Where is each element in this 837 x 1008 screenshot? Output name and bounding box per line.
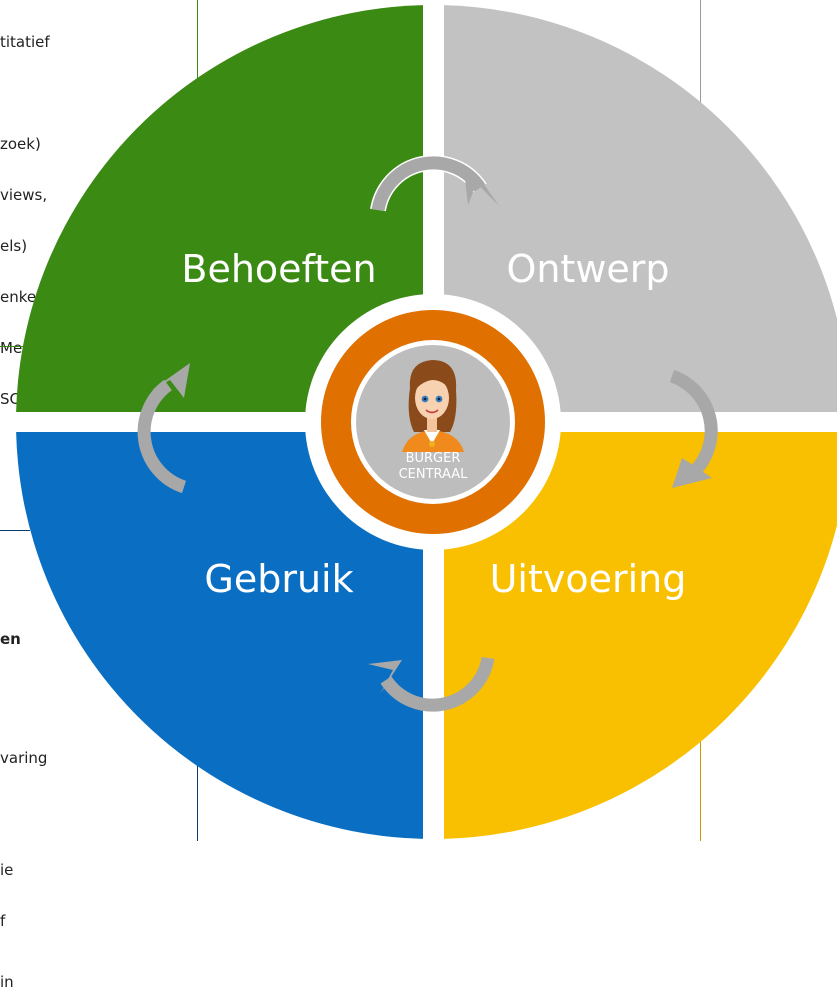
left-text-line: titatief bbox=[0, 33, 50, 51]
left-text-line: in bbox=[0, 973, 14, 991]
left-text-line: views, bbox=[0, 186, 48, 204]
table-border-bottom-left bbox=[0, 530, 30, 531]
center-label-line2: CENTRAAL bbox=[399, 467, 469, 482]
process-cycle-diagram: Behoeften Ontwerp Gebruik Uitvoering bbox=[16, 5, 837, 839]
left-text-line: SC bbox=[0, 390, 20, 408]
left-text-line: ie bbox=[0, 861, 14, 879]
quadrant-uitvoering bbox=[444, 432, 837, 839]
quadrant-gebruik bbox=[16, 432, 423, 839]
table-border-top-left bbox=[0, 346, 30, 347]
left-bottom-heading: en bbox=[0, 630, 21, 648]
arrow-left-icon bbox=[137, 363, 190, 494]
left-text-line: f bbox=[0, 912, 6, 930]
left-text-line: zoek) bbox=[0, 135, 41, 153]
arrow-right-icon bbox=[669, 369, 718, 488]
left-text-line: varing bbox=[0, 749, 48, 767]
quadrant-ontwerp bbox=[444, 5, 837, 412]
label-gebruik: Gebruik bbox=[204, 557, 353, 601]
arrow-top-icon bbox=[370, 154, 499, 212]
center-label-line1: BURGER bbox=[406, 451, 461, 466]
arrow-bottom-icon bbox=[368, 656, 495, 712]
label-ontwerp: Ontwerp bbox=[506, 247, 669, 291]
left-text-line: els) bbox=[0, 237, 28, 255]
label-uitvoering: Uitvoering bbox=[490, 557, 687, 601]
label-behoeften: Behoeften bbox=[181, 247, 376, 291]
person-icon bbox=[402, 360, 464, 452]
quadrant-behoeften bbox=[16, 5, 423, 412]
